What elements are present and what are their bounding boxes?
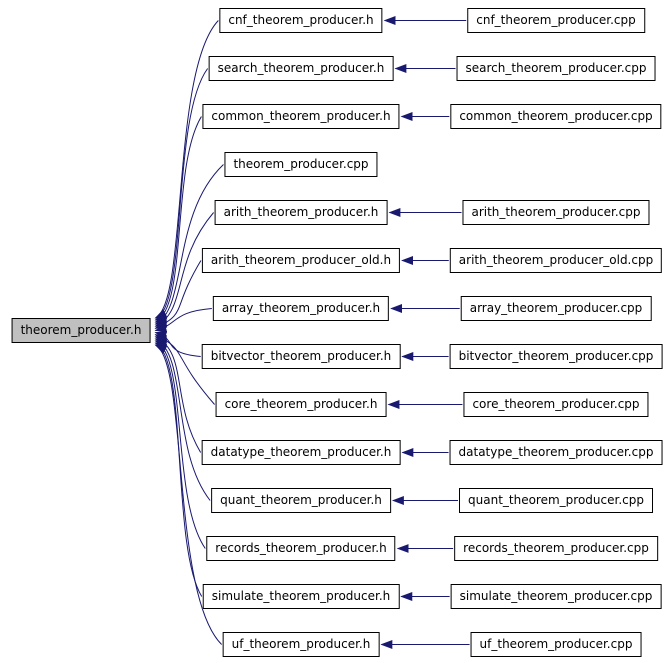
node-simulate-theorem-producer-h[interactable]: simulate_theorem_producer.h	[202, 584, 400, 609]
node-common-theorem-producer-h[interactable]: common_theorem_producer.h	[202, 104, 400, 129]
node-core-theorem-producer-h[interactable]: core_theorem_producer.h	[215, 392, 387, 417]
node-records-theorem-producer-cpp[interactable]: records_theorem_producer.cpp	[454, 536, 658, 561]
node-theorem-producer-h: theorem_producer.h	[11, 318, 151, 343]
node-uf-theorem-producer-cpp[interactable]: uf_theorem_producer.cpp	[470, 632, 642, 657]
node-bitvector-theorem-producer-cpp[interactable]: bitvector_theorem_producer.cpp	[449, 344, 663, 369]
node-quant-theorem-producer-cpp[interactable]: quant_theorem_producer.cpp	[459, 488, 653, 513]
node-common-theorem-producer-cpp[interactable]: common_theorem_producer.cpp	[450, 104, 662, 129]
node-datatype-theorem-producer-h[interactable]: datatype_theorem_producer.h	[201, 440, 401, 465]
node-simulate-theorem-producer-cpp[interactable]: simulate_theorem_producer.cpp	[450, 584, 662, 609]
node-bitvector-theorem-producer-h[interactable]: bitvector_theorem_producer.h	[201, 344, 401, 369]
dependency-edge	[154, 340, 206, 549]
dependency-edge	[154, 164, 224, 325]
node-cnf-theorem-producer-h[interactable]: cnf_theorem_producer.h	[219, 8, 383, 33]
node-records-theorem-producer-h[interactable]: records_theorem_producer.h	[206, 536, 396, 561]
dependency-edge	[154, 116, 202, 323]
node-search-theorem-producer-cpp[interactable]: search_theorem_producer.cpp	[456, 56, 656, 81]
node-array-theorem-producer-cpp[interactable]: array_theorem_producer.cpp	[460, 296, 652, 321]
node-search-theorem-producer-h[interactable]: search_theorem_producer.h	[208, 56, 394, 81]
node-arith-theorem-producer-old-h[interactable]: arith_theorem_producer_old.h	[201, 248, 401, 273]
node-arith-theorem-producer-old-cpp[interactable]: arith_theorem_producer_old.cpp	[449, 248, 663, 273]
node-arith-theorem-producer-h[interactable]: arith_theorem_producer.h	[214, 200, 388, 225]
dependency-edge	[154, 344, 223, 645]
dependency-edge	[154, 308, 212, 333]
dependency-edge	[154, 20, 219, 319]
dependency-edge	[154, 212, 214, 327]
node-arith-theorem-producer-cpp[interactable]: arith_theorem_producer.cpp	[462, 200, 650, 225]
node-cnf-theorem-producer-cpp[interactable]: cnf_theorem_producer.cpp	[467, 8, 645, 33]
node-theorem-producer-cpp[interactable]: theorem_producer.cpp	[224, 152, 378, 177]
node-datatype-theorem-producer-cpp[interactable]: datatype_theorem_producer.cpp	[449, 440, 663, 465]
node-array-theorem-producer-h[interactable]: array_theorem_producer.h	[212, 296, 390, 321]
dependency-edge	[154, 68, 209, 321]
node-core-theorem-producer-cpp[interactable]: core_theorem_producer.cpp	[463, 392, 649, 417]
node-quant-theorem-producer-h[interactable]: quant_theorem_producer.h	[211, 488, 391, 513]
node-uf-theorem-producer-h[interactable]: uf_theorem_producer.h	[222, 632, 380, 657]
